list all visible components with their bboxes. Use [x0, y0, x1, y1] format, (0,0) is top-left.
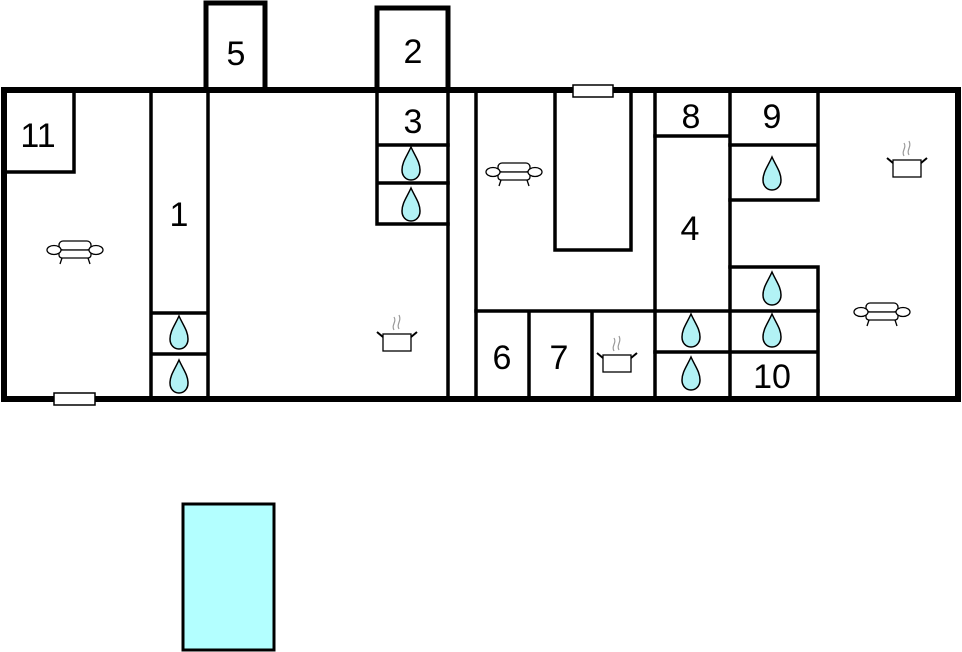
- room-label-5: 5: [227, 35, 246, 73]
- cooking-pot-icon: [596, 335, 638, 373]
- window-icon: [53, 392, 96, 406]
- room-label-3: 3: [404, 103, 423, 141]
- room-label-2: 2: [404, 33, 423, 71]
- water-drop-icon: [681, 356, 701, 391]
- sofa-icon: [853, 302, 911, 327]
- outer-walls: [1, 87, 961, 402]
- window-icon: [572, 84, 614, 98]
- room-label-6: 6: [493, 339, 512, 377]
- room-label-1: 1: [170, 196, 189, 234]
- water-drop-icon: [762, 271, 782, 306]
- room-label-11: 11: [20, 117, 55, 155]
- sofa-icon: [46, 240, 104, 265]
- cooking-pot-icon: [886, 140, 928, 178]
- room-label-8: 8: [682, 98, 701, 136]
- water-drop-icon: [169, 315, 189, 350]
- room-label-10: 10: [753, 358, 791, 396]
- room-label-4: 4: [681, 210, 700, 248]
- room-label-7: 7: [550, 339, 569, 377]
- room-label-9: 9: [763, 98, 782, 136]
- cooking-pot-icon: [376, 314, 418, 352]
- water-drop-icon: [681, 313, 701, 348]
- pool: [181, 502, 276, 652]
- water-drop-icon: [401, 146, 421, 181]
- water-drop-icon: [762, 156, 782, 191]
- interior-walls: [4, 88, 820, 402]
- sofa-icon: [485, 162, 543, 187]
- water-drop-icon: [169, 359, 189, 394]
- water-drop-icon: [401, 187, 421, 222]
- water-drop-icon: [762, 313, 782, 348]
